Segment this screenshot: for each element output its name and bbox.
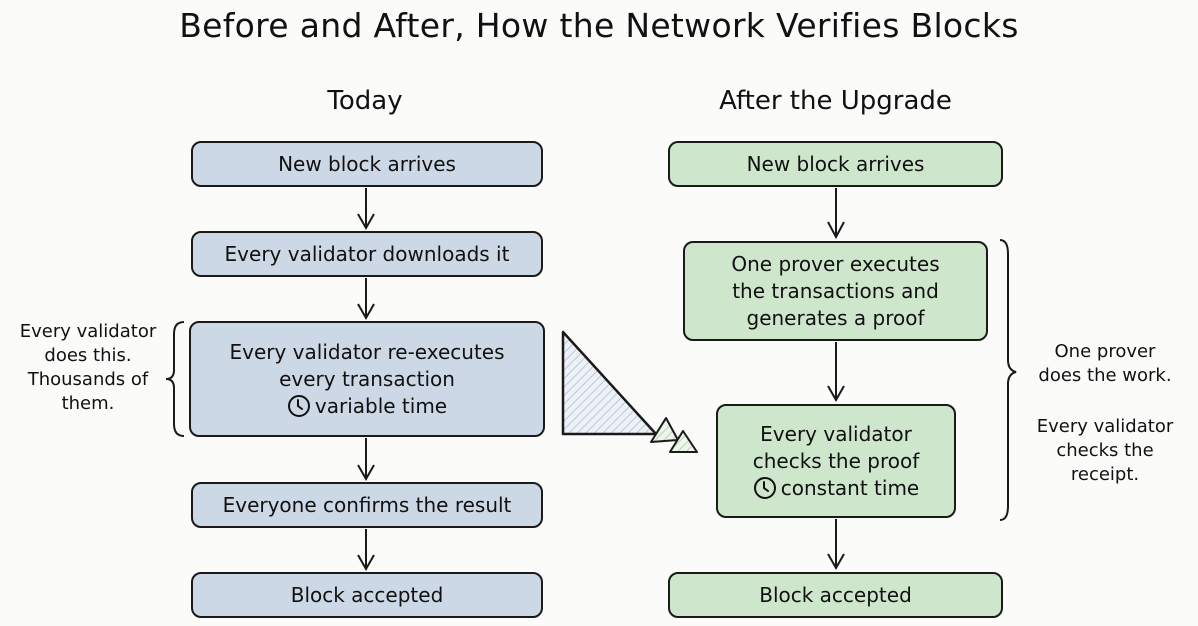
right-step-prover: One prover executes the transactions and… [683,241,988,341]
hatched-triangle-arrow-icon [561,330,698,453]
arrow-right-2 [827,342,845,403]
step-label: Block accepted [759,582,912,607]
right-step-new-block: New block arrives [668,141,1003,187]
time-indicator: constant time [753,475,920,502]
note-line: receipt. [1070,464,1140,485]
clock-icon [287,394,311,418]
left-step-confirm: Everyone confirms the result [191,482,543,528]
left-step-reexecute: Every validator re-executes every transa… [189,321,545,437]
left-step-accepted: Block accepted [191,572,543,618]
note-line: does the work. [1038,365,1172,386]
step-label: generates a proof [746,305,925,330]
step-label: New block arrives [746,151,925,176]
step-label: Every validator re-executes [229,339,505,364]
arrow-left-2 [357,278,375,321]
right-side-note-validator: Every validator checks the receipt. [1012,415,1198,487]
step-label: Everyone confirms the result [222,492,512,517]
left-step-download: Every validator downloads it [191,231,543,277]
step-label: every transaction [279,366,455,391]
time-label: constant time [780,475,920,500]
column-title-after: After the Upgrade [719,86,952,116]
note-line: Every validator [1036,416,1174,437]
note-line: them. [61,393,115,414]
note-line: Thousands of [27,369,149,390]
right-step-check-proof: Every validator checks the proof constan… [716,404,956,518]
arrow-right-1 [827,188,845,240]
diagram-title: Before and After, How the Network Verifi… [179,6,1019,45]
note-line: One prover [1054,341,1156,362]
arrow-left-4 [357,529,375,572]
arrow-left-1 [357,188,375,231]
step-label: checks the proof [752,448,920,473]
arrow-right-3 [827,519,845,571]
left-side-note: Every validator does this. Thousands of … [0,320,176,416]
step-label: the transactions and [732,278,939,303]
column-title-today: Today [327,86,403,116]
step-label: Every validator downloads it [224,241,510,266]
note-line: Every validator [19,321,157,342]
right-side-note-prover: One prover does the work. [1012,340,1198,388]
note-line: does this. [44,345,132,366]
right-step-accepted: Block accepted [668,572,1003,618]
step-label: Every validator [760,421,912,446]
step-label: One prover executes [731,251,940,276]
clock-icon [753,476,777,500]
note-line: checks the [1056,440,1154,461]
time-indicator: variable time [287,393,447,420]
arrow-left-3 [357,438,375,482]
step-label: Block accepted [290,582,444,607]
time-label: variable time [314,393,448,418]
left-step-new-block: New block arrives [191,141,543,187]
step-label: New block arrives [278,151,456,176]
